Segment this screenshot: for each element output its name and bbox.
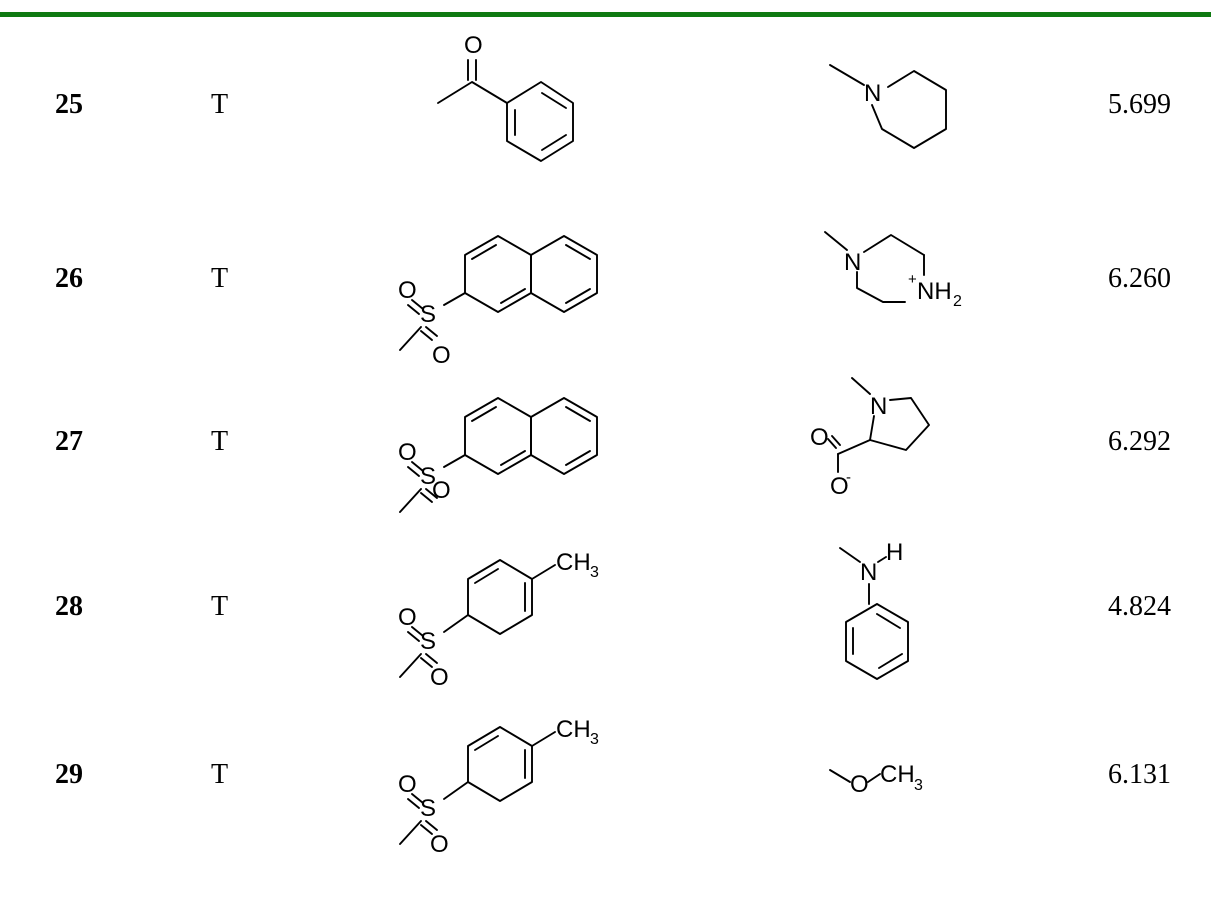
sulfur-label: S [420, 628, 436, 655]
compound-id: 25 [55, 89, 83, 120]
nitrogen-label: N [870, 393, 887, 420]
value: 6.260 [1108, 263, 1171, 294]
nitrogen-label: N [844, 249, 861, 276]
set-label: T [211, 759, 229, 790]
oxygen-label: O [398, 277, 417, 304]
sulfur-label: S [420, 795, 436, 822]
oxygen-label: O [464, 32, 483, 59]
r1-structure-naphthylsulfonyl: O S O [398, 235, 598, 369]
compound-id: 29 [55, 759, 83, 790]
oxygen-label: O [430, 831, 449, 858]
top-rule [0, 12, 1211, 17]
set-label: T [211, 426, 229, 457]
oxygen-label: O [432, 477, 451, 504]
value: 6.131 [1108, 759, 1171, 790]
compound-id: 28 [55, 591, 83, 622]
compound-id: 27 [55, 426, 83, 457]
sulfur-label: S [420, 301, 436, 328]
oxygen-label: O [398, 439, 417, 466]
oxygen-label: O [432, 342, 451, 369]
value: 6.292 [1108, 426, 1171, 457]
compound-id: 26 [55, 263, 83, 294]
r2-structure-methoxy: O CH 3 [829, 761, 923, 798]
methyl-label: CH [556, 716, 591, 743]
oxygen-label: O [850, 771, 869, 798]
subscript-label: 3 [590, 564, 599, 581]
oxygen-label: O [398, 604, 417, 631]
methyl-label: CH [880, 761, 915, 788]
methyl-label: CH [556, 549, 591, 576]
top-rule-bar [0, 12, 1211, 17]
r2-structure-methylpiperidine: N [829, 64, 947, 149]
set-label: T [211, 89, 229, 120]
nitrogen-label: N [864, 80, 881, 107]
oxygen-label: O [430, 664, 449, 691]
r1-structure-naphthylsulfonyl: O S O [398, 397, 598, 513]
set-label: T [211, 263, 229, 294]
set-label: T [211, 591, 229, 622]
oxygen-label: O [810, 424, 829, 451]
subscript-label: 3 [590, 731, 599, 748]
r1-structure-acetophenone: O [437, 32, 574, 162]
r1-structure-tosyl: O S O CH 3 [398, 716, 599, 858]
r2-structure-methylaniline: N H [839, 539, 909, 680]
oxygen-label: O [398, 771, 417, 798]
value: 5.699 [1108, 89, 1171, 120]
r2-structure-methylpiperazinium: N + NH 2 [824, 231, 962, 310]
value: 4.824 [1108, 591, 1171, 622]
r2-structure-prolinate: N O O - [810, 377, 930, 500]
ammonium-label: NH [917, 278, 952, 305]
minus-charge-label: - [846, 469, 851, 486]
subscript-label: 2 [953, 293, 962, 310]
sulfur-label: S [420, 463, 436, 490]
oxygen-label: O [830, 473, 849, 500]
subscript-label: 3 [914, 777, 923, 794]
nitrogen-label: N [860, 559, 877, 586]
r1-structure-tosyl: O S O CH 3 [398, 549, 599, 691]
plus-charge-label: + [908, 271, 917, 288]
hydrogen-label: H [886, 539, 903, 566]
